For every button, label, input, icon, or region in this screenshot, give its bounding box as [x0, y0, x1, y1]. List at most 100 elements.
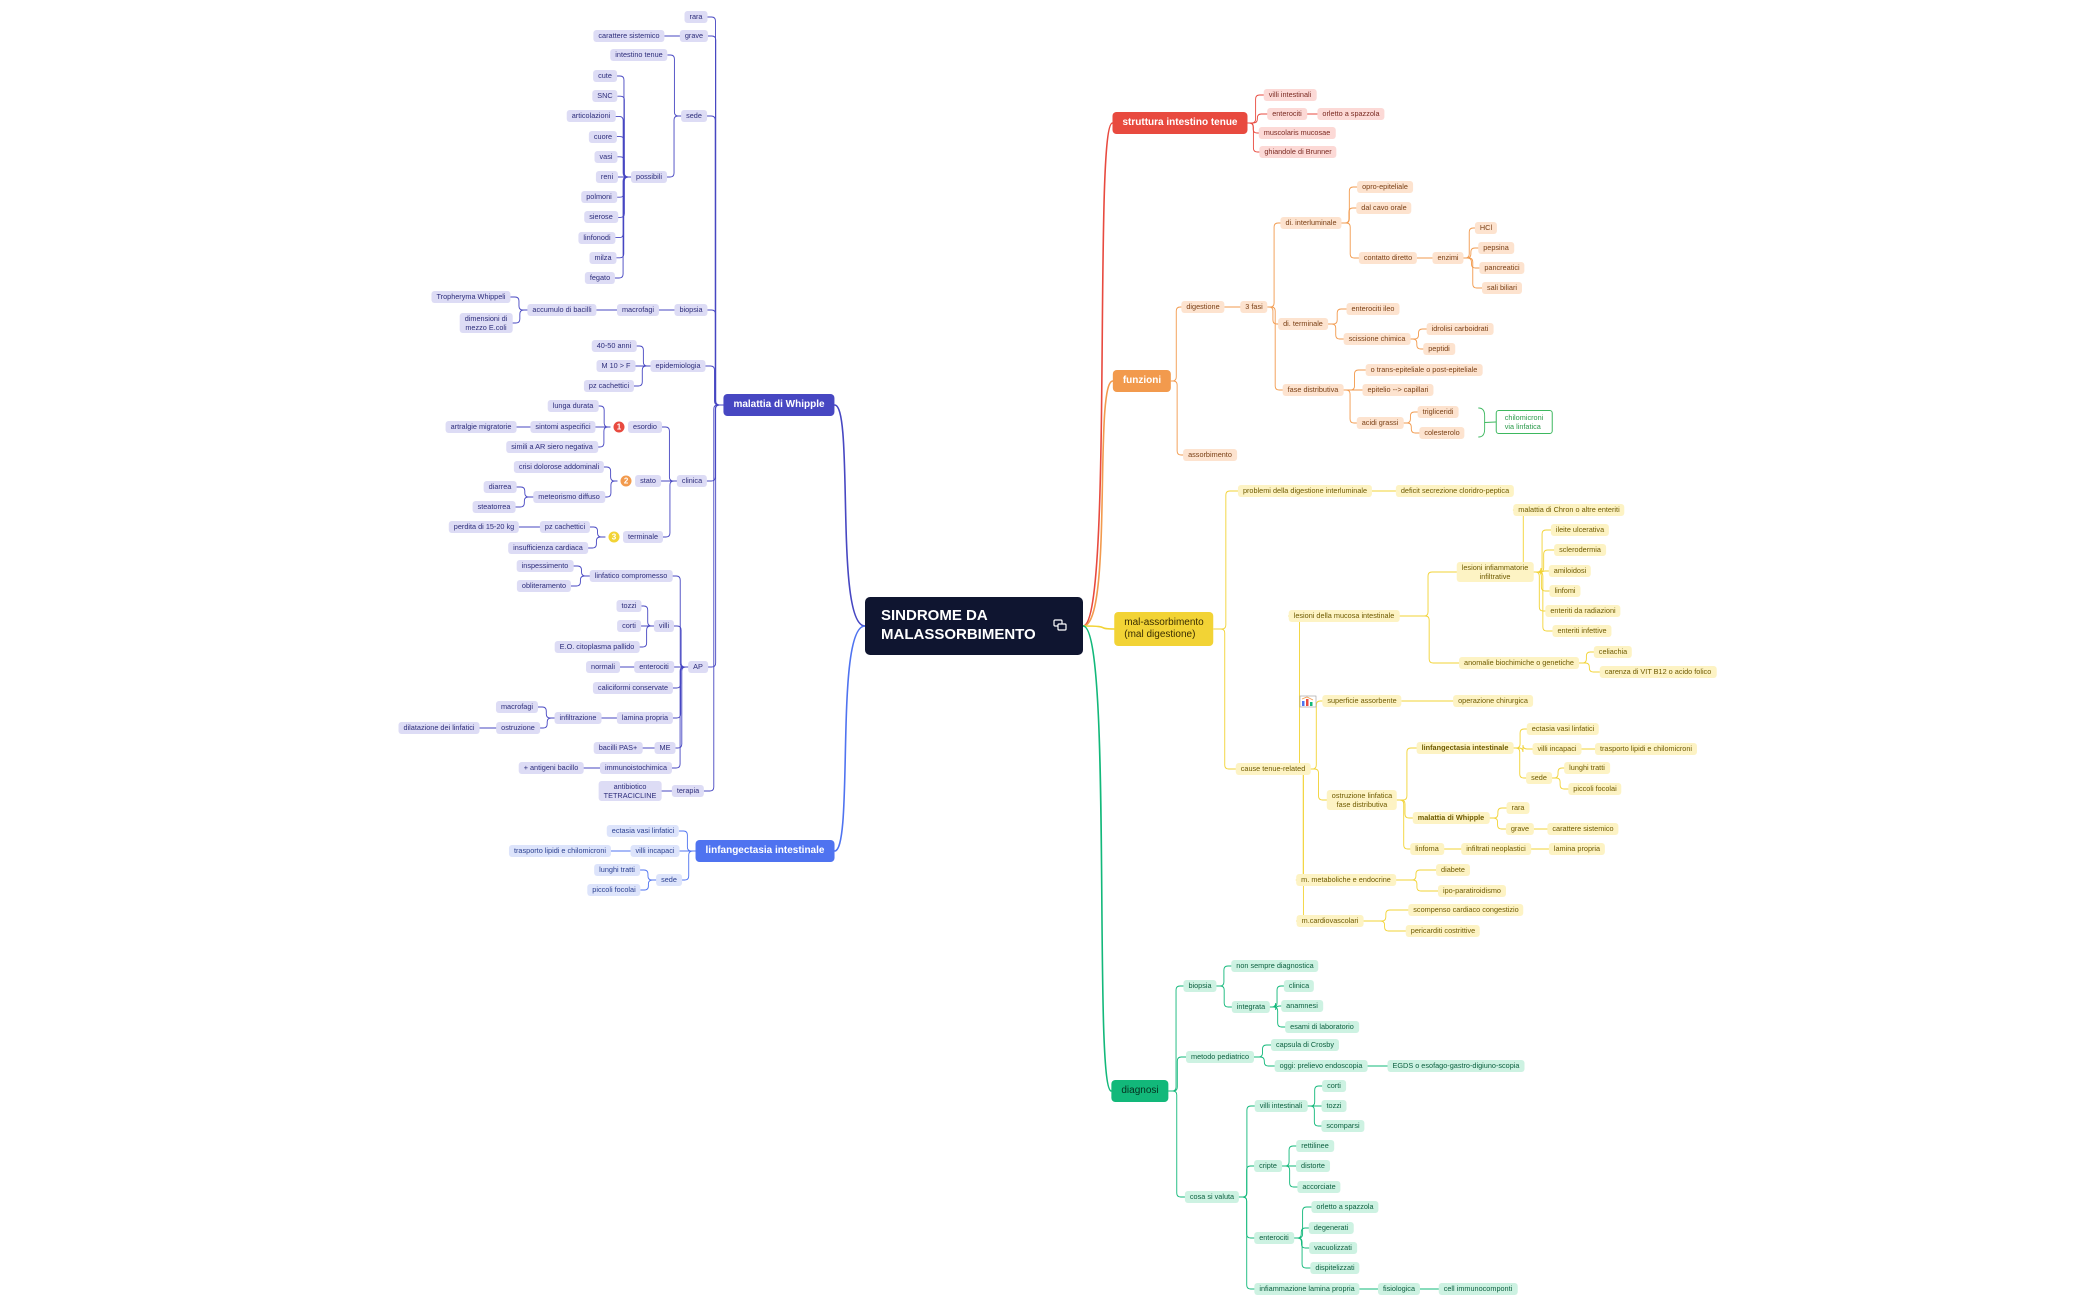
node-diagnosi-corti[interactable]: corti [1322, 1080, 1346, 1092]
node-whipple-possibili[interactable]: possibili [631, 171, 667, 183]
node-whipple-esordio[interactable]: esordio [628, 421, 662, 433]
node-malassorbimento-radiazioni[interactable]: enteriti da radiazioni [1545, 605, 1621, 617]
node-whipple-clinica[interactable]: clinica [676, 475, 708, 487]
node-funzioni-epitelio[interactable]: epitelio --> capillari [1362, 384, 1434, 396]
node-whipple-meteorismo[interactable]: meteorismo diffuso [533, 491, 605, 503]
node-funzioni-scissione[interactable]: scissione chimica [1343, 333, 1411, 345]
main-topic-struttura-topic[interactable]: struttura intestino tenue [1112, 112, 1248, 134]
node-malassorbimento-deficit[interactable]: deficit secrezione cloridro-peptica [1395, 485, 1515, 497]
node-diagnosi-orletto[interactable]: orletto a spazzola [1311, 1201, 1379, 1213]
node-whipple-dilatazione[interactable]: dilatazione dei linfatici [398, 722, 480, 734]
node-whipple-normali[interactable]: normali [586, 661, 620, 673]
node-diagnosi-infiammazione[interactable]: infiammazione lamina propria [1254, 1283, 1360, 1295]
node-funzioni-trans[interactable]: o trans-epiteliale o post-epiteliale [1365, 364, 1483, 376]
node-whipple-lamina[interactable]: lamina propria [616, 712, 674, 724]
node-malassorbimento-piccoli[interactable]: piccoli focolai [1568, 783, 1622, 795]
node-funzioni-digestione[interactable]: digestione [1181, 301, 1225, 313]
node-diagnosi-cripte[interactable]: cripte [1254, 1160, 1282, 1172]
node-funzioni-pepsina[interactable]: pepsina [1478, 242, 1514, 254]
node-whipple-tropheryma[interactable]: Tropheryma Whippeli [431, 291, 511, 303]
node-whipple-terapia[interactable]: terapia [671, 785, 705, 797]
node-whipple-crisi[interactable]: crisi dolorose addominali [513, 461, 605, 473]
node-funzioni-hcl[interactable]: HCl [1474, 222, 1498, 234]
node-diagnosi-distorte[interactable]: distorte [1296, 1160, 1330, 1172]
node-malassorbimento-pericarditi[interactable]: pericarditi costrittive [1405, 925, 1481, 937]
node-malassorbimento-ileite[interactable]: ileite ulcerativa [1550, 524, 1610, 536]
node-whipple-grave[interactable]: grave [679, 30, 709, 42]
main-topic-diagnosi-topic[interactable]: diagnosi [1111, 1080, 1169, 1102]
node-whipple-snc[interactable]: SNC [592, 90, 618, 103]
node-struttura-ghiandole[interactable]: ghiandole di Brunner [1259, 146, 1337, 158]
node-whipple-sede[interactable]: sede [681, 110, 707, 122]
node-malassorbimento-diabete[interactable]: diabete [1436, 864, 1470, 876]
node-funzioni-opro[interactable]: opro-epiteliale [1357, 181, 1413, 193]
node-funzioni-acidi[interactable]: acidi grassi [1356, 417, 1404, 429]
node-diagnosi-metodo[interactable]: metodo pediatrico [1185, 1051, 1255, 1063]
node-whipple-dimensioni[interactable]: dimensioni di mezzo E.coli [459, 313, 513, 333]
node-whipple-vasi[interactable]: vasi [594, 150, 618, 163]
node-whipple-antibiotico[interactable]: antibiotico TETRACICLINE [598, 781, 662, 801]
node-struttura-muscolaris[interactable]: muscolaris mucosae [1258, 127, 1336, 139]
node-whipple-lunga[interactable]: lunga durata [547, 400, 599, 412]
node-malassorbimento-celiachia[interactable]: celiachia [1593, 646, 1633, 658]
node-malassorbimento-scompenso[interactable]: scompenso cardiaco congestizio [1408, 904, 1524, 916]
node-whipple-inspessimento[interactable]: inspessimento [516, 560, 574, 572]
node-linfangectasia-villi[interactable]: villi incapaci [630, 845, 680, 857]
node-diagnosi-cell[interactable]: cell immunocomponti [1438, 1283, 1518, 1295]
node-whipple-sintomi[interactable]: sintomi aspecifici [530, 421, 596, 433]
node-diagnosi-anamnesi[interactable]: anamnesi [1281, 1000, 1323, 1012]
node-malassorbimento-amiloidosi[interactable]: amiloidosi [1548, 565, 1592, 577]
node-malassorbimento-superficie[interactable]: superficie assorbente [1322, 695, 1402, 707]
node-malassorbimento-ostruzione[interactable]: ostruzione linfatica fase distributiva [1326, 790, 1398, 810]
node-whipple-insufficienza[interactable]: insufficienza cardiaca [508, 542, 588, 554]
node-whipple-macrofagi2[interactable]: macrofagi [495, 701, 539, 713]
node-whipple-eo[interactable]: E.O. citoplasma pallido [554, 641, 640, 653]
node-whipple-artralgie[interactable]: artralgie migratorie [445, 421, 517, 433]
node-whipple-obliteramento[interactable]: obliteramento [516, 580, 572, 592]
node-funzioni-cavo[interactable]: dal cavo orale [1356, 202, 1412, 214]
node-diagnosi-villi[interactable]: villi intestinali [1254, 1100, 1308, 1112]
node-diagnosi-fisiologica[interactable]: fisiologica [1377, 1283, 1421, 1295]
node-diagnosi-esami[interactable]: esami di laboratorio [1285, 1021, 1359, 1033]
node-malassorbimento-lunghi[interactable]: lunghi tratti [1564, 762, 1610, 774]
node-malassorbimento-trasporto[interactable]: trasporto lipidi e chilomicroni [1594, 743, 1698, 755]
node-whipple-polmoni[interactable]: polmoni [581, 191, 617, 204]
node-struttura-orletto[interactable]: orletto a spazzola [1317, 108, 1385, 120]
node-malassorbimento-sclero[interactable]: sclerodermia [1554, 544, 1606, 556]
node-whipple-caliciformi[interactable]: caliciformi conservate [592, 682, 674, 694]
node-whipple-pz[interactable]: pz cachettici [583, 380, 635, 392]
node-malassorbimento-lesioni-infiam[interactable]: lesioni infiammatorie infiltrative [1456, 562, 1534, 582]
node-diagnosi-cosa[interactable]: cosa si valuta [1184, 1191, 1240, 1203]
node-whipple-simili[interactable]: simili a AR siero negativa [506, 441, 598, 453]
node-diagnosi-egds[interactable]: EGDS o esofago-gastro-digiuno-scopia [1387, 1060, 1525, 1072]
main-topic-malassorbimento-topic[interactable]: mal-assorbimento (mal digestione) [1114, 612, 1214, 646]
node-malassorbimento-lamina[interactable]: lamina propria [1548, 843, 1606, 855]
node-malassorbimento-metaboliche[interactable]: m. metaboliche e endocrine [1296, 874, 1396, 886]
node-malassorbimento-rara[interactable]: rara [1506, 802, 1530, 814]
node-diagnosi-rettilinee[interactable]: rettilinee [1296, 1140, 1334, 1152]
node-whipple-fegato[interactable]: fegato [584, 272, 616, 284]
node-funzioni-trigliceridi[interactable]: trigliceridi [1417, 406, 1459, 418]
node-malassorbimento-cardio[interactable]: m.cardiovascolari [1296, 915, 1364, 927]
node-malassorbimento-villi-incapaci[interactable]: villi incapaci [1532, 743, 1582, 755]
node-struttura-villi[interactable]: villi intestinali [1263, 89, 1317, 101]
node-whipple-bacilli[interactable]: bacilli PAS+ [593, 742, 643, 754]
node-funzioni-colesterolo[interactable]: colesterolo [1419, 427, 1465, 439]
node-diagnosi-dispiteliz[interactable]: dispitelizzati [1310, 1262, 1360, 1274]
node-diagnosi-non-sempre[interactable]: non sempre diagnostica [1231, 960, 1319, 972]
node-funzioni-contatto[interactable]: contatto diretto [1358, 252, 1418, 264]
node-funzioni-chilomicroni[interactable]: chilomicroni via linfatica [1495, 410, 1553, 434]
node-whipple-linfatico[interactable]: linfatico compromesso [589, 570, 673, 582]
node-whipple-articolazioni[interactable]: articolazioni [566, 110, 616, 123]
central-topic[interactable]: SINDROME DA MALASSORBIMENTO [865, 597, 1083, 655]
node-malassorbimento-linfomi[interactable]: linfomi [1549, 585, 1581, 597]
node-whipple-immuno[interactable]: immunoistochimica [599, 762, 673, 774]
node-linfangectasia-trasporto[interactable]: trasporto lipidi e chilomicroni [508, 845, 612, 857]
node-whipple-macrofagi[interactable]: macrofagi [616, 304, 660, 316]
node-funzioni-sali[interactable]: sali biliari [1481, 282, 1523, 294]
node-malassorbimento-infiltrati[interactable]: infiltrati neoplastici [1461, 843, 1531, 855]
node-malassorbimento-infettive[interactable]: enteriti infettive [1552, 625, 1612, 637]
node-funzioni-pancreatici[interactable]: pancreatici [1479, 262, 1525, 274]
node-malassorbimento-sede[interactable]: sede [1526, 772, 1552, 784]
node-whipple-cute[interactable]: cute [593, 70, 617, 82]
